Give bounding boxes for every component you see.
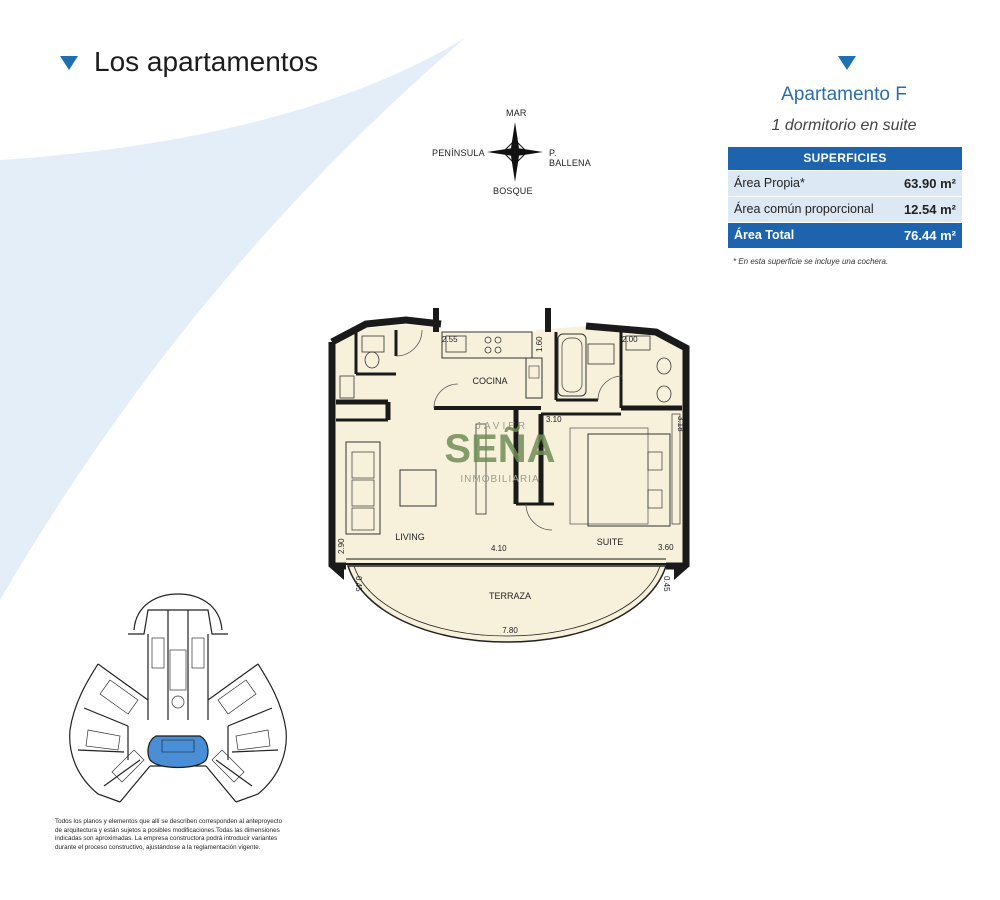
terrace-floor: [346, 565, 668, 643]
dimension-label: 3.10: [546, 415, 562, 424]
surface-label: Área Propia*: [728, 169, 893, 196]
disclaimer-line: indicadas son aproximadas. La empresa co…: [55, 835, 278, 843]
room-label-living: LIVING: [395, 532, 425, 542]
disclaimer-line: durante el proceso constructivo, ajustán…: [55, 843, 261, 851]
watermark-logo: JAVIER SEÑA INMOBILIARIA: [444, 421, 555, 485]
surface-row: Área Propia* 63.90 m²: [728, 169, 962, 196]
building-key-plan: [69, 593, 287, 803]
compass-south: BOSQUE: [493, 186, 533, 196]
compass-east: P. BALLENA: [549, 148, 591, 168]
dimension-label: 7.80: [502, 626, 518, 635]
compass-north: MAR: [506, 108, 527, 118]
title-triangle-icon: [60, 56, 78, 70]
surface-value: 63.90 m²: [892, 169, 962, 196]
apartment-title: Apartamento F: [781, 84, 907, 105]
room-label-suite: SUITE: [597, 537, 624, 547]
surface-total-row: Área Total 76.44 m²: [728, 221, 962, 248]
floor-plan: COCINA LIVING SUITE TERRAZA 2.55 1.60 2.…: [328, 308, 690, 643]
disclaimer-line: de arquitectura y están sujetos a posibl…: [55, 826, 280, 834]
watermark-bottom: INMOBILIARIA: [460, 474, 539, 485]
watermark-main: SEÑA: [444, 425, 555, 471]
dimension-label: 2.90: [337, 538, 346, 554]
apartment-subtitle: 1 dormitorio en suite: [771, 117, 917, 134]
surface-row: Área común proporcional 12.54 m²: [728, 195, 962, 222]
surface-value: 12.54 m²: [892, 195, 962, 222]
room-label-terraza: TERRAZA: [489, 591, 531, 601]
compass-rose: MAR PENÍNSULA P. BALLENA BOSQUE: [430, 100, 600, 200]
compass-star-icon: [487, 122, 543, 182]
surface-label: Área común proporcional: [728, 195, 893, 222]
watermark-top: JAVIER: [476, 421, 528, 432]
dimension-label: 3.60: [658, 543, 674, 552]
room-label-cocina: COCINA: [472, 376, 507, 386]
surface-label: Área Total: [728, 221, 893, 248]
dimension-label: 0.45: [662, 576, 671, 592]
dimension-label: 4.10: [491, 544, 507, 553]
surfaces-note: * En esta superficie se incluye una coch…: [733, 257, 889, 266]
dimension-label: 2.00: [622, 335, 638, 344]
apartment-triangle-icon: [838, 56, 856, 70]
compass-west: PENÍNSULA: [432, 148, 485, 158]
page-title: Los apartamentos: [94, 46, 319, 77]
dimension-label: 0.45: [354, 576, 363, 592]
dimension-label: 1.60: [535, 336, 544, 352]
dimension-label: 3.18: [676, 416, 685, 432]
surfaces-header: SUPERFICIES: [728, 147, 962, 170]
disclaimer-line: Todos los planos y elementos que allí se…: [55, 818, 283, 825]
surfaces-table: SUPERFICIES Área Propia* 63.90 m² Área c…: [728, 147, 962, 248]
dimension-label: 2.55: [442, 335, 458, 344]
disclaimer-text: Todos los planos y elementos que allí se…: [55, 818, 345, 852]
surface-value: 76.44 m²: [892, 221, 962, 248]
